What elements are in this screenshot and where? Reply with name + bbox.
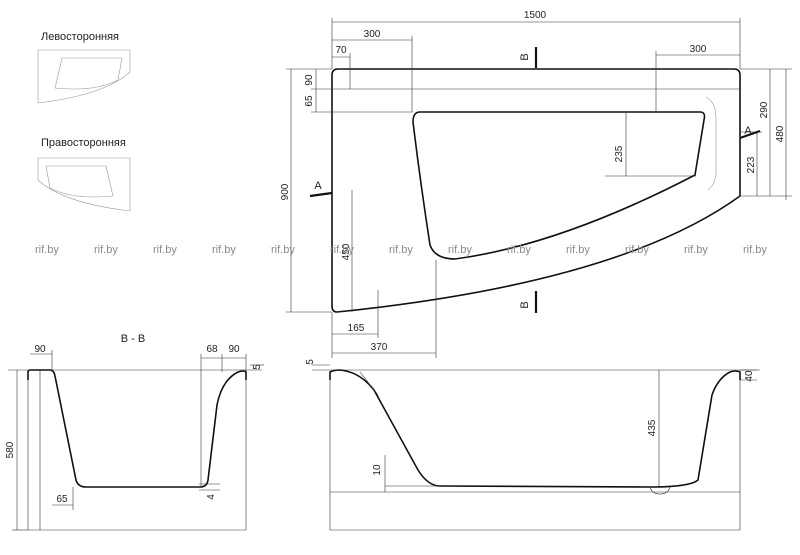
bb-dim-580: 580 — [5, 441, 16, 458]
bb-dim-5: 5 — [252, 364, 263, 370]
aa-dim-10: 10 — [372, 464, 383, 476]
dim-165: 165 — [348, 323, 365, 334]
dim-90: 90 — [304, 74, 315, 86]
watermark-text: rif.by — [625, 244, 649, 256]
aa-dim-435: 435 — [647, 419, 658, 436]
section-b-label-bottom: B — [519, 301, 531, 308]
aa-dim-5: 5 — [305, 359, 316, 365]
section-bb-view — [8, 350, 264, 531]
watermark-text: rif.by — [94, 244, 118, 256]
bb-dim-68: 68 — [206, 344, 218, 355]
watermark-text: rif.by — [330, 244, 354, 256]
aa-dim-40: 40 — [744, 370, 755, 382]
watermark-text: rif.by — [743, 244, 767, 256]
right-variant-label: Правосторонняя — [41, 137, 126, 149]
watermark-text: rif.by — [35, 244, 59, 256]
dim-right-300: 300 — [690, 44, 707, 55]
watermark-text: rif.by — [448, 244, 472, 256]
dim-223: 223 — [746, 156, 757, 173]
left-variant-label: Левосторонняя — [41, 31, 119, 43]
dim-left-300: 300 — [364, 29, 381, 40]
watermark-text: rif.by — [507, 244, 531, 256]
left-variant-thumbnail — [37, 49, 131, 104]
dim-290: 290 — [759, 101, 770, 118]
bb-dim-4: 4 — [206, 494, 217, 500]
watermark-row: rif.by rif.by rif.by rif.by rif.by rif.by rif.… — [0, 244, 767, 256]
dim-900: 900 — [280, 183, 291, 200]
section-aa-view — [312, 364, 760, 531]
dim-480: 480 — [775, 125, 786, 142]
bb-dim-90-right: 90 — [228, 344, 240, 355]
right-variant-thumbnail — [37, 157, 131, 212]
watermark-text: rif.by — [684, 244, 708, 256]
dim-65: 65 — [304, 95, 315, 107]
watermark-text: rif.by — [389, 244, 413, 256]
dim-370: 370 — [371, 342, 388, 353]
watermark-text: rif.by — [271, 244, 295, 256]
bb-dim-90-left: 90 — [34, 344, 46, 355]
section-bb-title: B - B — [121, 333, 145, 345]
section-a-label-left: A — [314, 180, 322, 192]
dim-70: 70 — [335, 45, 347, 56]
section-b-label-top: B — [519, 53, 531, 60]
section-a-label-right: A — [744, 125, 752, 137]
dim-total-length: 1500 — [524, 10, 547, 21]
bb-dim-65: 65 — [56, 494, 68, 505]
dim-450: 450 — [341, 243, 352, 260]
dim-235: 235 — [614, 145, 625, 162]
watermark-text: rif.by — [566, 244, 590, 256]
plan-view — [286, 18, 792, 358]
watermark-text: rif.by — [153, 244, 177, 256]
watermark-text: rif.by — [212, 244, 236, 256]
